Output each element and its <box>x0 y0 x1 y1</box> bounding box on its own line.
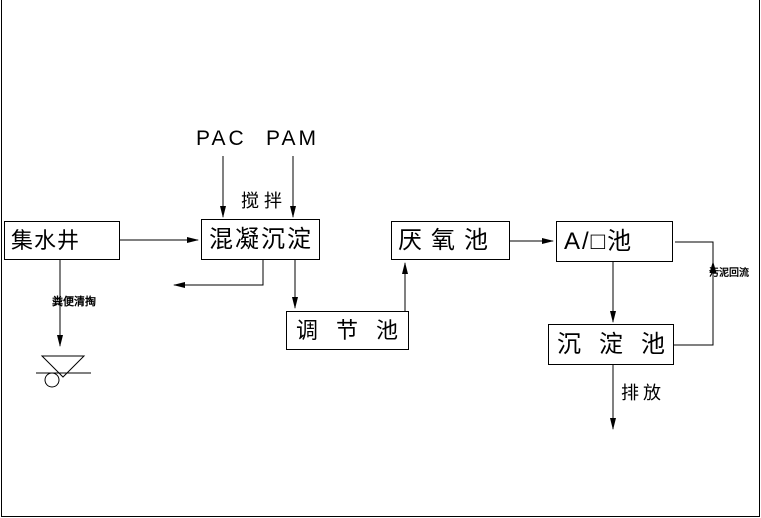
pac-label: PAC <box>196 127 247 150</box>
node-collection-well: 集水井 <box>4 221 120 260</box>
coagulation-sludge-return-arrow <box>173 260 264 288</box>
node-anaerobic-tank: 厌氧池 <box>391 221 510 260</box>
mixing-label: 搅拌 <box>241 191 287 211</box>
manure-removal-label: 粪便清掏 <box>52 296 96 308</box>
node-sedimentation-tank: 沉淀池 <box>548 324 674 365</box>
sludge-return-line <box>674 241 714 346</box>
sludge-return-arrowhead <box>709 261 717 273</box>
node-a-o-tank: A/□池 <box>556 221 673 262</box>
node-coagulation-sedimentation: 混凝沉淀 <box>201 219 320 260</box>
pam-label: PAM <box>266 127 319 150</box>
handcart-symbol <box>36 355 91 388</box>
node-regulating-tank: 调节池 <box>286 311 409 350</box>
sludge-return-label: 污泥回流 <box>709 268 749 279</box>
discharge-label: 排放 <box>621 383 665 403</box>
